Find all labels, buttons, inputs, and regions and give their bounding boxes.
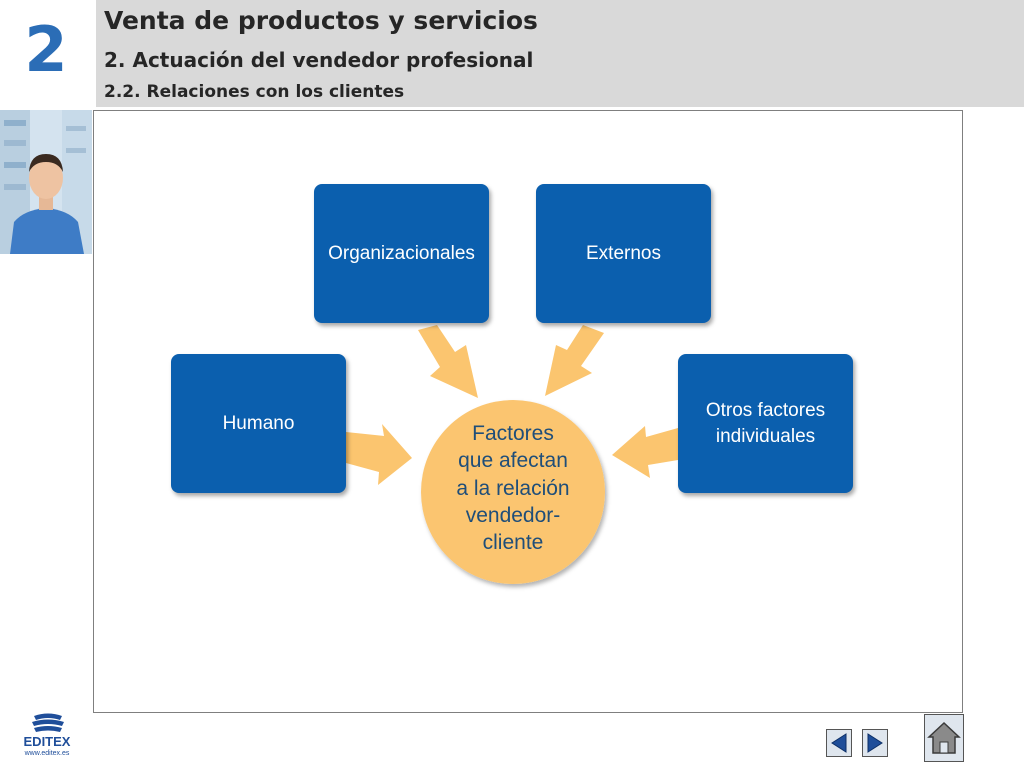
center-label: Factores que afectan a la relación vende… bbox=[456, 422, 570, 555]
chapter-badge: 2 bbox=[0, 0, 92, 107]
node-organizacionales: Organizacionales bbox=[314, 184, 489, 323]
section-title: 2.2. Relaciones con los clientes bbox=[104, 82, 405, 102]
node-otros-factores: Otros factores individuales bbox=[678, 354, 853, 493]
arrow-organizacionales bbox=[418, 325, 478, 398]
previous-icon bbox=[831, 733, 847, 753]
editex-logo: EDITEX www.editex.es bbox=[12, 712, 82, 764]
page-title: Venta de productos y servicios bbox=[104, 6, 538, 35]
node-otros-factores-label: Otros factores individuales bbox=[705, 399, 826, 447]
editex-logo-icon bbox=[32, 713, 64, 732]
arrow-humano bbox=[346, 424, 412, 485]
center-circle bbox=[421, 400, 605, 584]
next-button[interactable] bbox=[862, 729, 888, 757]
node-organizacionales-label: Organizacionales bbox=[328, 242, 475, 264]
home-icon bbox=[927, 721, 961, 754]
header-band: Venta de productos y servicios 2. Actuac… bbox=[96, 0, 1024, 107]
node-humano: Humano bbox=[171, 354, 346, 493]
arrow-otros bbox=[612, 426, 678, 478]
node-externos-label: Externos bbox=[586, 242, 661, 264]
previous-button[interactable] bbox=[826, 729, 852, 757]
page-subtitle: 2. Actuación del vendedor profesional bbox=[104, 48, 534, 72]
node-externos: Externos bbox=[536, 184, 711, 323]
next-icon bbox=[867, 733, 883, 753]
node-humano-label: Humano bbox=[222, 412, 295, 434]
chapter-number: 2 bbox=[24, 12, 68, 86]
salesperson-photo bbox=[0, 110, 92, 254]
home-button[interactable] bbox=[924, 714, 964, 762]
arrow-externos bbox=[545, 325, 604, 396]
logo-url: www.editex.es bbox=[24, 750, 70, 757]
logo-text: EDITEX bbox=[23, 734, 71, 749]
